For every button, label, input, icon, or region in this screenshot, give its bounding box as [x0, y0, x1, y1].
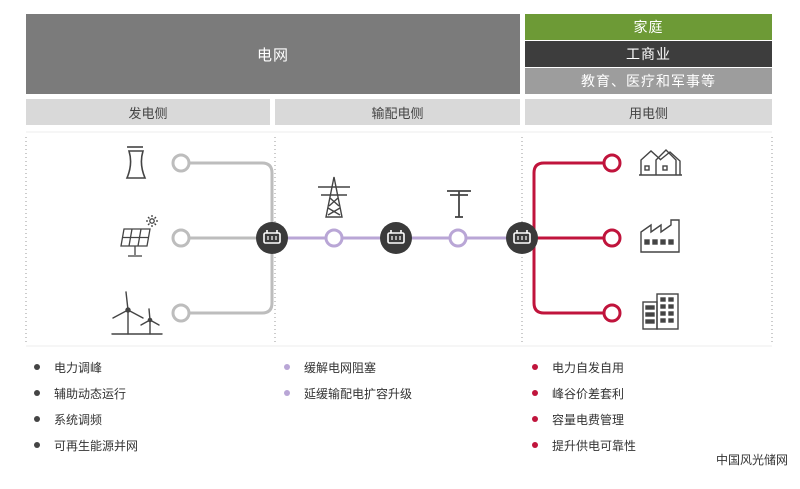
bullet-dot	[532, 390, 538, 396]
bullet-dot	[34, 442, 40, 448]
bullet-dot	[34, 390, 40, 396]
generation-node	[171, 228, 191, 248]
battery-storage-icon	[256, 222, 288, 254]
list-item: 系统调频	[34, 406, 138, 432]
section-consumption: 用电侧	[525, 99, 772, 125]
user-type-home: 家庭	[525, 14, 772, 40]
transmission-tower-icon	[318, 176, 350, 218]
list-item: 辅助动态运行	[34, 380, 138, 406]
houses-icon	[639, 149, 682, 176]
list-item: 电力自发自用	[532, 354, 636, 380]
section-generation-label: 发电侧	[128, 106, 168, 122]
generation-benefits-list: 电力调峰 辅助动态运行 系统调频 可再生能源并网	[34, 354, 138, 458]
list-item: 电力调峰	[34, 354, 138, 380]
section-transmission-label: 输配电侧	[371, 106, 424, 122]
consumption-node	[602, 303, 622, 323]
list-item: 延缓输配电扩容升级	[284, 380, 412, 406]
list-item: 可再生能源并网	[34, 432, 138, 458]
consumption-node	[602, 228, 622, 248]
transmission-node	[324, 228, 344, 248]
user-type-commercial: 工商业	[525, 41, 772, 67]
list-item: 缓解电网阻塞	[284, 354, 412, 380]
grid-header: 电网	[26, 14, 520, 94]
battery-storage-icon	[506, 222, 538, 254]
bullet-dot	[284, 390, 290, 396]
section-generation: 发电侧	[26, 99, 270, 125]
bullet-dot	[284, 364, 290, 370]
list-item: 提升供电可靠性	[532, 432, 636, 458]
consumption-node	[602, 153, 622, 173]
wind-turbine-icon	[111, 291, 163, 335]
generation-connectors	[190, 161, 274, 315]
watermark: 中国风光储网	[716, 453, 789, 467]
bullet-dot	[532, 416, 538, 422]
utility-pole-icon	[447, 190, 471, 218]
bullet-dot	[34, 416, 40, 422]
list-item: 容量电费管理	[532, 406, 636, 432]
factory-icon	[640, 219, 680, 253]
consumption-connectors	[532, 161, 604, 315]
user-type-public-label: 教育、医疗和军事等	[581, 74, 716, 90]
user-type-home-label: 家庭	[633, 20, 664, 36]
bullet-dot	[532, 442, 538, 448]
office-building-icon	[642, 293, 679, 330]
generation-node	[171, 303, 191, 323]
bullet-dot	[34, 364, 40, 370]
list-item: 峰谷价差套利	[532, 380, 636, 406]
consumption-benefits-list: 电力自发自用 峰谷价差套利 容量电费管理 提升供电可靠性	[532, 354, 636, 458]
user-type-public: 教育、医疗和军事等	[525, 68, 772, 94]
user-type-commercial-label: 工商业	[626, 47, 671, 63]
battery-storage-icon	[380, 222, 412, 254]
solar-panel-icon	[120, 215, 158, 257]
grid-header-label: 电网	[256, 45, 289, 64]
transmission-node	[448, 228, 468, 248]
bullet-dot	[532, 364, 538, 370]
section-transmission: 输配电侧	[275, 99, 520, 125]
generation-node	[171, 153, 191, 173]
section-consumption-label: 用电侧	[628, 106, 668, 122]
cooling-tower-icon	[125, 146, 147, 179]
transmission-benefits-list: 缓解电网阻塞 延缓输配电扩容升级	[284, 354, 412, 406]
